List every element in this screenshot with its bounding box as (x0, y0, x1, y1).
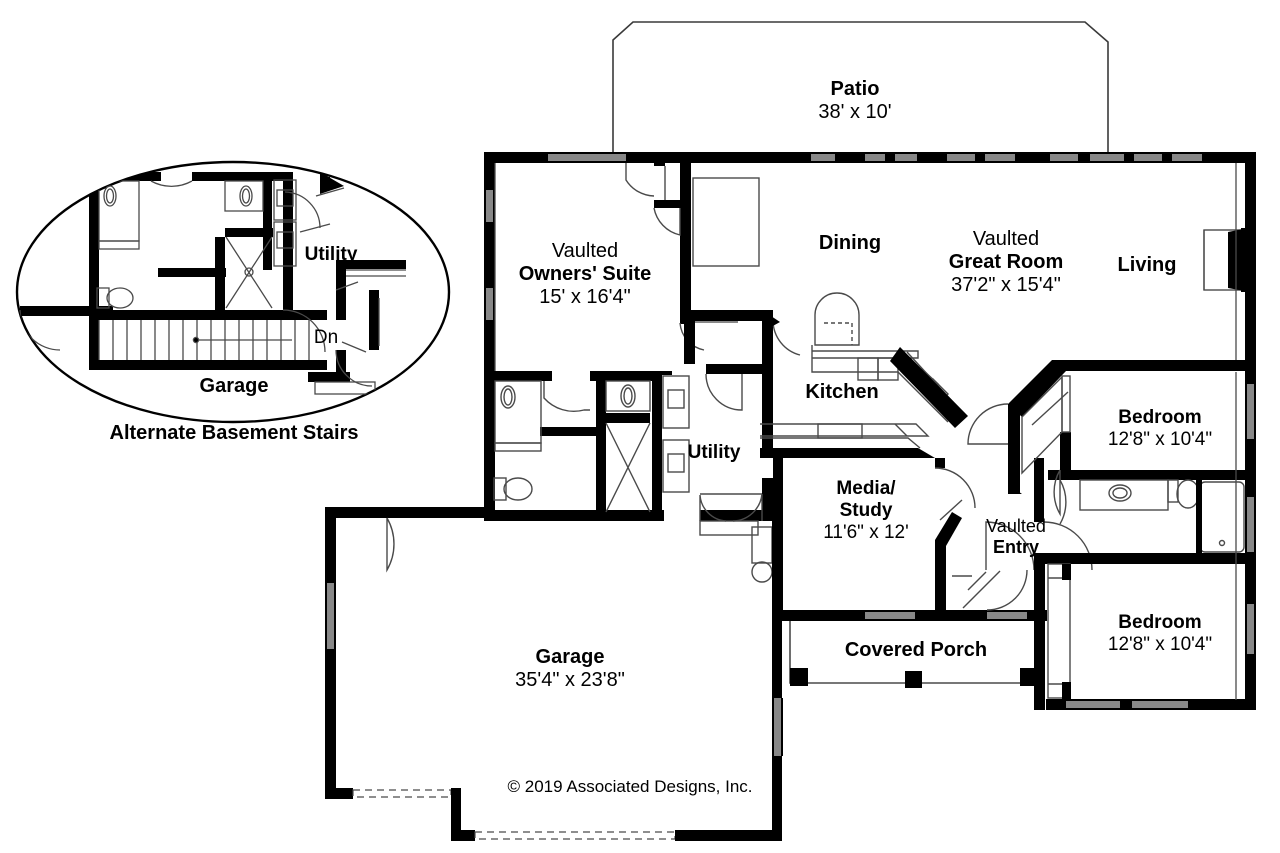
room-label-dining: Dining (819, 232, 881, 255)
bedroom-1-doors (967, 403, 1067, 525)
room-dim-owners-suite: 15' x 16'4" (539, 286, 631, 309)
garage-walls (325, 507, 783, 841)
room-label-great-room: Vaulted Great Room 37'2" x 15'4" (949, 228, 1063, 298)
room-label-utility-main: Utility (688, 442, 741, 464)
hall-bath (1079, 479, 1245, 553)
owners-suite-closet-interior (664, 166, 760, 267)
room-label-kitchen: Kitchen (805, 381, 878, 404)
kitchen-walls (760, 347, 968, 458)
room-name-covered-porch: Covered Porch (844, 639, 988, 661)
room-name-patio: Patio (830, 78, 880, 100)
room-label-covered-porch: Covered Porch (845, 639, 987, 662)
room-label-entry: Vaulted Entry (986, 516, 1046, 558)
room-dim-patio: 38' x 10' (818, 101, 892, 124)
inset-garage-text: Garage (199, 375, 269, 397)
copyright-notice: © 2019 Associated Designs, Inc. (507, 777, 753, 796)
inset-oval-diagram (15, 160, 451, 424)
patio-outline (612, 21, 1109, 158)
room-name-great-room: Great Room (948, 251, 1064, 274)
room-label-patio: Patio 38' x 10' (818, 78, 891, 124)
bedroom-2-closet-walls (1062, 564, 1071, 700)
room-name-owners-suite: Owners' Suite (518, 263, 652, 286)
kitchen-counters (760, 292, 963, 449)
room-label-garage-main: Garage 35'4" x 23'8" (515, 646, 625, 692)
room-name-study: Study (839, 500, 893, 522)
room-dim-great-room: 37'2" x 15'4" (951, 274, 1061, 297)
owners-bath-fixtures (493, 375, 762, 536)
room-dim-bedroom-2: 12'8" x 10'4" (1107, 634, 1213, 656)
room-name-dining: Dining (818, 232, 882, 254)
covered-porch (789, 621, 1037, 688)
room-name-bedroom-1: Bedroom (1118, 407, 1202, 428)
inset-label-garage: Garage (200, 375, 269, 398)
room-label-bedroom-1: Bedroom 12'8" x 10'4" (1108, 407, 1212, 451)
bath-doors (543, 320, 801, 522)
room-name-utility-main: Utility (687, 442, 741, 463)
inset-label-dn: Dn (314, 327, 338, 349)
room-name-entry: Entry (992, 536, 1039, 557)
room-label-owners-suite: Vaulted Owners' Suite 15' x 16'4" (519, 240, 652, 310)
bedroom-1-closet (1021, 375, 1071, 475)
room-label-media-study: Media/ Study 11'6" x 12' (823, 478, 908, 544)
room-dim-bedroom-1: 12'8" x 10'4" (1107, 429, 1213, 451)
inset-caption-text: Alternate Basement Stairs (109, 422, 359, 444)
room-name-kitchen: Kitchen (805, 381, 879, 403)
room-name-media: Media/ (836, 478, 896, 499)
inset-label-utility: Utility (305, 244, 358, 266)
utility-door-jamb (762, 310, 780, 332)
inset-dn-text: Dn (313, 327, 339, 348)
hall-bath-walls (1196, 470, 1204, 554)
room-modifier-entry: Vaulted (986, 516, 1046, 536)
interior-thin-lines (494, 163, 1237, 700)
room-label-bedroom-2: Bedroom 12'8" x 10'4" (1108, 612, 1212, 656)
room-name-bedroom-2: Bedroom (1118, 612, 1202, 633)
inset-caption: Alternate Basement Stairs (110, 422, 359, 445)
room-name-garage-main: Garage (535, 646, 605, 668)
media-study-doors (934, 467, 976, 521)
fireplace (1203, 228, 1256, 292)
room-dim-garage-main: 35'4" x 23'8" (515, 669, 625, 692)
room-name-living: Living (1117, 254, 1177, 276)
entry-doors (952, 521, 1093, 611)
room-dim-media-study: 11'6" x 12' (823, 522, 909, 544)
inset-utility-text: Utility (304, 244, 358, 265)
room-modifier-owners-suite: Vaulted (551, 240, 619, 262)
room-label-living: Living (1118, 254, 1177, 277)
owners-bath-walls (484, 310, 773, 521)
bedroom-2-closet (1047, 563, 1071, 699)
bedroom-2-walls (1034, 553, 1045, 710)
garage-door (386, 517, 395, 573)
room-modifier-great-room: Vaulted (972, 228, 1040, 250)
